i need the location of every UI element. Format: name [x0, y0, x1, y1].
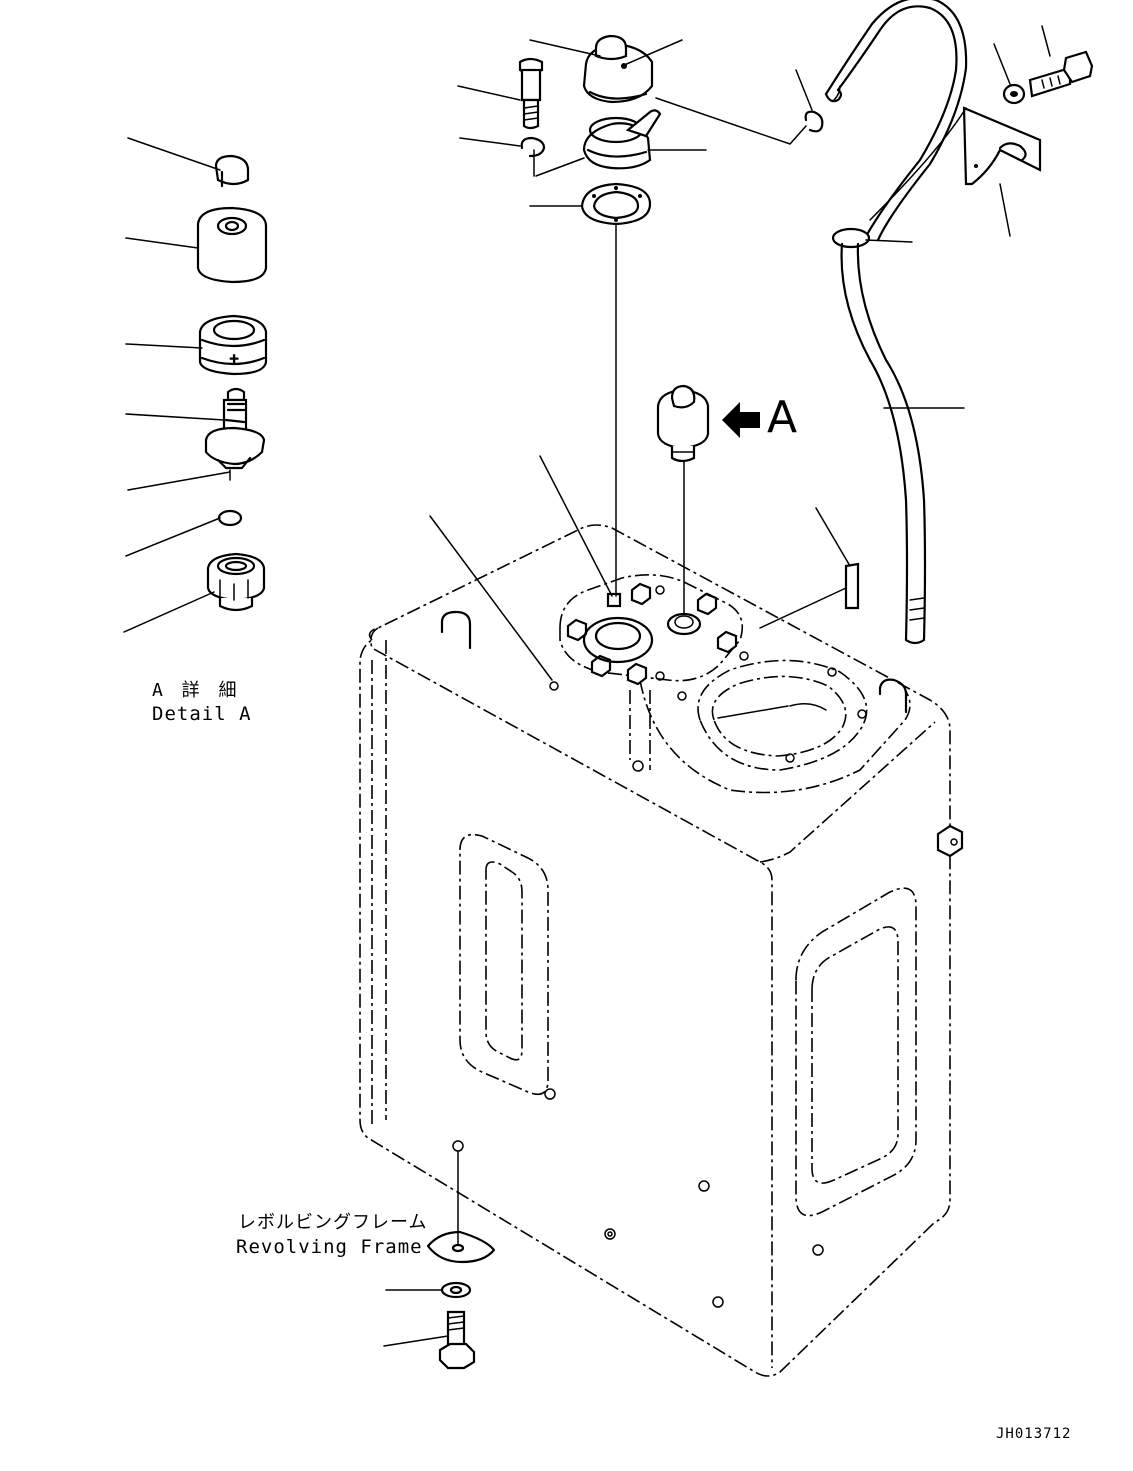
- detail-valve-body: [204, 387, 266, 481]
- strainer-adapter: [582, 109, 662, 170]
- leader-cap-bolt: [457, 85, 521, 101]
- decal-plate: [759, 507, 860, 629]
- svg-text:✚: ✚: [229, 352, 239, 366]
- flange-bolts: [566, 582, 738, 686]
- detail-nut-adapter: [206, 552, 266, 612]
- detail-cap: [214, 154, 250, 188]
- detail-title-en: Detail A: [152, 703, 252, 725]
- mount-washer: [385, 1281, 472, 1299]
- hydraulic-tank: [359, 524, 964, 1377]
- bracket: [869, 106, 1042, 237]
- filler-cap: [582, 34, 654, 104]
- frame-label-en: Revolving Frame: [236, 1236, 423, 1258]
- level-tube: [824, 0, 968, 645]
- view-arrow: [722, 402, 760, 438]
- mount-pad: [426, 1151, 496, 1264]
- detail-filter: ✚: [198, 314, 268, 376]
- tube-clamp: [795, 69, 824, 133]
- gasket: [580, 182, 652, 226]
- mount-bolt: [383, 1310, 476, 1370]
- bracket-washer: [993, 43, 1026, 105]
- bracket-bolt: [1028, 25, 1094, 98]
- view-marker-label: A: [767, 392, 798, 443]
- frame-label-jp: レボルビングフレーム: [238, 1212, 428, 1233]
- spring-washer: [520, 136, 546, 158]
- detail-title-jp: A 詳 細: [152, 680, 241, 701]
- drawing-code: JH013712: [996, 1426, 1072, 1442]
- leader-washer: [459, 137, 521, 147]
- breather: [656, 384, 710, 463]
- cap-bolt: [518, 57, 544, 130]
- detail-o-ring: [217, 509, 243, 527]
- detail-element: [196, 206, 268, 284]
